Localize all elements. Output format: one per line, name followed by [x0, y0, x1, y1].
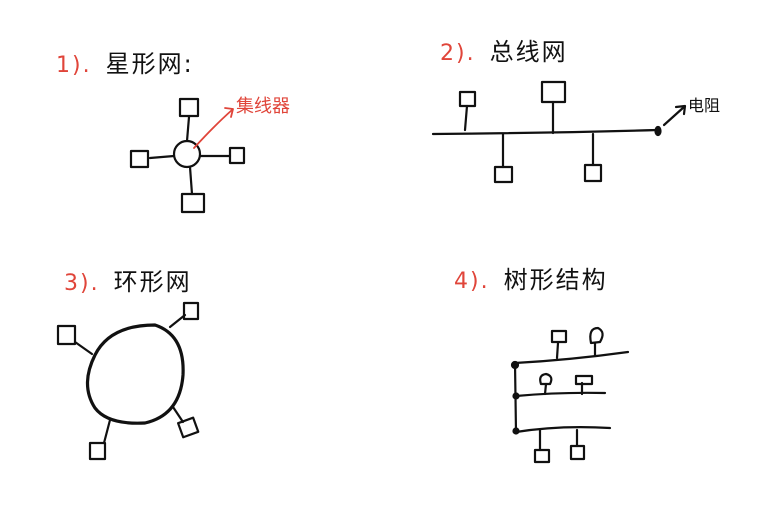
computer-node: [178, 97, 200, 118]
computer-node: [228, 146, 246, 165]
terminator-annotation: 电阻: [688, 96, 721, 115]
computer-node: [569, 444, 586, 461]
computer-node: [539, 372, 553, 386]
terminator: [654, 125, 662, 137]
computer-node: [88, 441, 107, 461]
computer-node: [589, 326, 604, 345]
ring-network: [56, 301, 200, 461]
computer-node: [533, 448, 551, 464]
computer-node: [129, 149, 150, 169]
computer-node: [493, 165, 514, 184]
computer-node: [56, 324, 77, 346]
section-tree-title: 4). 树形结构: [454, 260, 608, 295]
section-title: 星形网:: [105, 50, 194, 78]
bus-network: [431, 80, 687, 184]
section-title: 环形网: [113, 268, 192, 296]
computer-node: [540, 80, 567, 104]
computer-node: [182, 301, 200, 321]
computer-node: [458, 90, 477, 108]
section-title: 总线网: [489, 38, 568, 66]
section-number: 3).: [64, 271, 100, 296]
section-ring-title: 3). 环形网: [64, 262, 192, 297]
computer-node: [574, 374, 594, 386]
section-star-title: 1). 星形网:: [56, 44, 194, 79]
hub-annotation: 集线器: [236, 96, 290, 117]
computer-node: [180, 192, 206, 214]
section-number: 4).: [454, 269, 490, 294]
computer-node: [583, 163, 603, 183]
section-number: 2).: [440, 41, 476, 66]
section-number: 1).: [56, 53, 92, 78]
tree-network: [510, 326, 630, 464]
section-title: 树形结构: [503, 266, 608, 294]
star-network: [129, 97, 246, 214]
computer-node: [176, 416, 200, 439]
section-bus-title: 2). 总线网: [440, 32, 568, 67]
computer-node: [550, 329, 568, 344]
